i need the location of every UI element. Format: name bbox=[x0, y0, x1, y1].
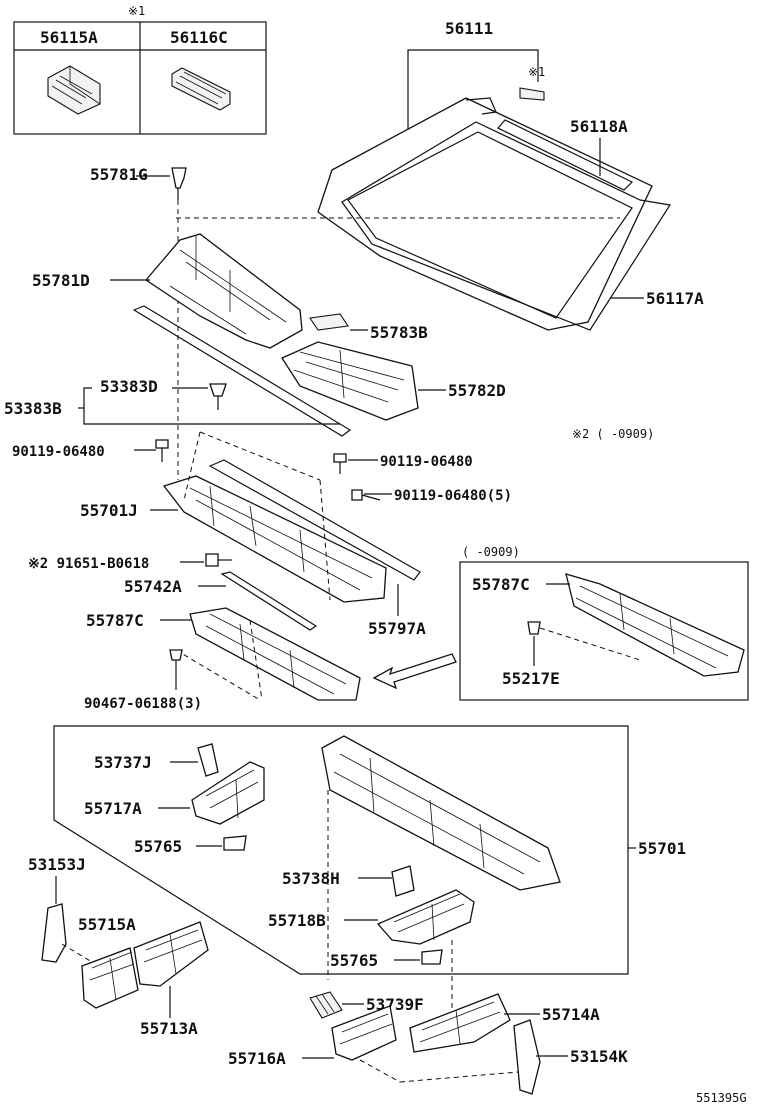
bracket-55717a bbox=[191, 761, 265, 825]
arrow-to-inset bbox=[372, 653, 457, 690]
cowl-assembly-55701 bbox=[321, 735, 561, 891]
clip-53383d bbox=[209, 383, 227, 410]
bracket-55765-a bbox=[223, 835, 247, 851]
label-55713a: 55713A bbox=[140, 1019, 198, 1038]
label-55742a: 55742A bbox=[124, 577, 182, 596]
cowl-extension-55787c-inset bbox=[565, 573, 745, 677]
retainer-56115a-illustration bbox=[47, 65, 101, 115]
label-55217e: 55217E bbox=[502, 669, 560, 688]
label-56117a: 56117A bbox=[646, 289, 704, 308]
label-55781g: 55781G bbox=[90, 165, 148, 184]
panel-55714a bbox=[409, 993, 511, 1053]
inset-range: ( -0909) bbox=[462, 545, 520, 559]
label-90467-06188: 90467-06188(3) bbox=[84, 696, 202, 712]
label-55783b: 55783B bbox=[370, 323, 428, 342]
label-55781d: 55781D bbox=[32, 271, 90, 290]
inset-box bbox=[459, 561, 749, 701]
diagram-code: 551395G bbox=[696, 1091, 747, 1105]
bolt-90119-06480-right bbox=[333, 453, 347, 474]
assembly-outline-55701 bbox=[53, 725, 629, 975]
cowl-ventilator-55781d bbox=[145, 233, 349, 349]
clip-55217e bbox=[527, 621, 541, 635]
cowl-ventilator-55782d bbox=[281, 341, 419, 421]
panel-55715a bbox=[81, 947, 139, 1009]
label-56115a: 56115A bbox=[40, 28, 98, 47]
brace-55742a bbox=[220, 571, 318, 631]
clip-90467-06188 bbox=[169, 649, 183, 690]
cowl-panel-55701j bbox=[162, 459, 421, 603]
label-55765-b: 55765 bbox=[330, 951, 378, 970]
clip-55783b bbox=[309, 313, 349, 331]
bolt-91651-b0618 bbox=[205, 553, 232, 567]
note-range-2: ※2 ( -0909) bbox=[572, 427, 654, 441]
note-mark-1-glass: ※1 bbox=[528, 65, 545, 79]
bolt-90119-06480-5 bbox=[351, 489, 381, 501]
hood-seal-53383b bbox=[132, 305, 352, 437]
retainer-56116c-illustration bbox=[171, 67, 231, 111]
label-56111: 56111 bbox=[445, 19, 493, 38]
molding-56118a bbox=[497, 119, 634, 191]
label-91651-b0618: ※2 91651-B0618 bbox=[28, 556, 149, 572]
brace-55797a bbox=[208, 459, 421, 581]
label-55701: 55701 bbox=[638, 839, 686, 858]
cowl-extension-55787c bbox=[189, 607, 361, 701]
label-90119-06480-b: 90119-06480 bbox=[380, 454, 473, 470]
label-55717a: 55717A bbox=[84, 799, 142, 818]
label-53383b: 53383B bbox=[4, 399, 62, 418]
label-55765-a: 55765 bbox=[134, 837, 182, 856]
label-56118a: 56118A bbox=[570, 117, 628, 136]
label-55716a: 55716A bbox=[228, 1049, 286, 1068]
bracket-53154k bbox=[513, 1019, 541, 1095]
seal-53739f bbox=[309, 991, 343, 1019]
label-53154k: 53154K bbox=[570, 1047, 628, 1066]
label-55718b: 55718B bbox=[268, 911, 326, 930]
panel-55713a bbox=[133, 921, 209, 987]
bracket-55765-b bbox=[421, 949, 443, 965]
label-90119-06480-a: 90119-06480 bbox=[12, 444, 105, 460]
label-55701j: 55701J bbox=[80, 501, 138, 520]
label-53737j: 53737J bbox=[94, 753, 152, 772]
label-55715a: 55715A bbox=[78, 915, 136, 934]
label-90119-06480-5: 90119-06480(5) bbox=[394, 488, 512, 504]
label-53383d: 53383D bbox=[100, 377, 158, 396]
windshield-glass bbox=[317, 87, 671, 331]
label-53738h: 53738H bbox=[282, 869, 340, 888]
bracket-53153j bbox=[41, 903, 67, 963]
label-56116c: 56116C bbox=[170, 28, 228, 47]
note-mark-1: ※1 bbox=[128, 4, 145, 18]
clip-55781g bbox=[171, 167, 187, 200]
bracket-53737j bbox=[197, 743, 219, 777]
label-55714a: 55714A bbox=[542, 1005, 600, 1024]
label-55782d: 55782D bbox=[448, 381, 506, 400]
note-table bbox=[13, 21, 267, 135]
bracket-55718b bbox=[376, 889, 475, 945]
bracket-53738h bbox=[391, 865, 415, 897]
bolt-90119-06480-left bbox=[155, 439, 169, 462]
label-55787c-b: 55787C bbox=[472, 575, 530, 594]
label-53153j: 53153J bbox=[28, 855, 86, 874]
label-55787c-a: 55787C bbox=[86, 611, 144, 630]
panel-55716a bbox=[331, 1005, 397, 1061]
retainer-mark bbox=[519, 87, 545, 101]
label-55797a: 55797A bbox=[368, 619, 426, 638]
